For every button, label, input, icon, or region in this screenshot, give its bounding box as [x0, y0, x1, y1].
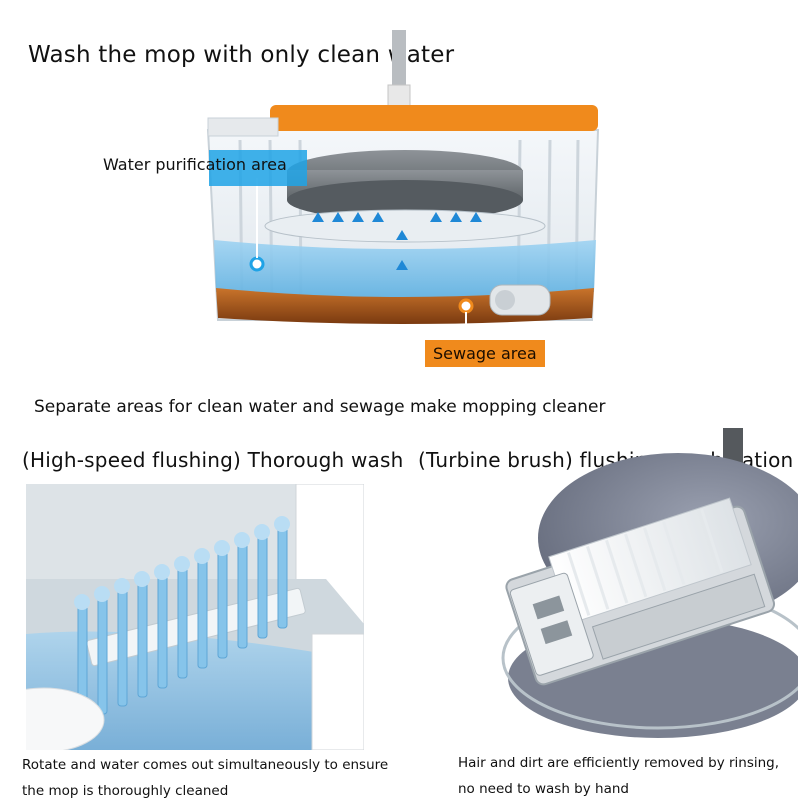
main-headline: Wash the mop with only clean water	[28, 42, 455, 68]
right-caption-line2: no need to wash by hand	[458, 781, 629, 797]
turbine-brush-photo	[501, 428, 798, 738]
right-caption: Hair and dirt are efficiently removed by…	[458, 750, 779, 802]
brush-housing	[505, 497, 776, 686]
flushing-nozzles-photo	[26, 484, 364, 750]
mop-bucket-illustration	[206, 30, 600, 342]
left-caption: Rotate and water comes out simultaneousl…	[22, 752, 388, 804]
left-caption-line2: the mop is thoroughly cleaned	[22, 783, 229, 799]
purification-label-group: Water purification area	[103, 155, 287, 174]
orange-rim	[270, 105, 598, 131]
left-caption-line1: Rotate and water comes out simultaneousl…	[22, 757, 389, 773]
left-panel-title: (High-speed flushing) Thorough wash	[22, 448, 404, 472]
flow-arrows	[312, 212, 482, 270]
nozzle-row	[77, 523, 288, 723]
right-caption-line1: Hair and dirt are efficiently removed by…	[458, 755, 780, 771]
sewage-label: Sewage area	[425, 340, 545, 367]
purification-highlight	[209, 150, 307, 186]
separate-areas-subheadline: Separate areas for clean water and sewag…	[34, 397, 606, 417]
purification-label: Water purification area	[103, 155, 287, 174]
